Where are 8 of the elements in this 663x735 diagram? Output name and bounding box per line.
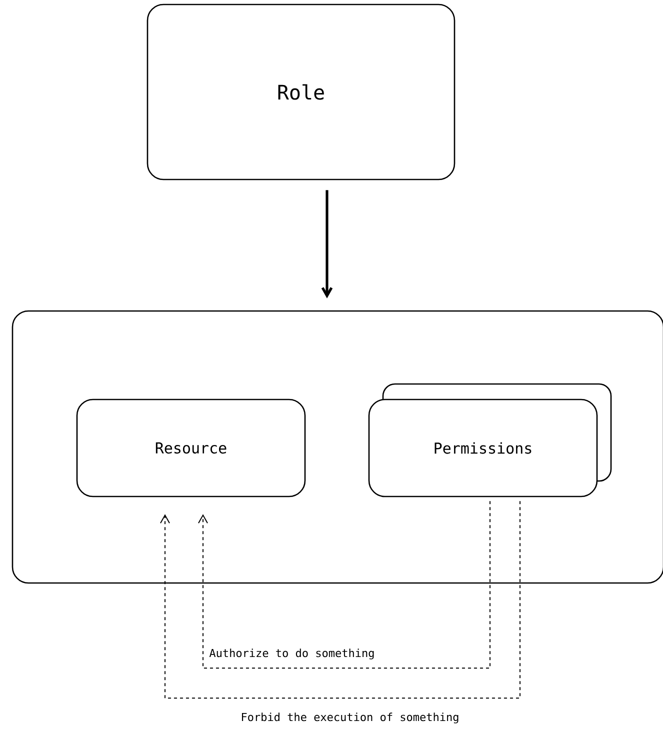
edge-label: Forbid the execution of something [240, 712, 460, 724]
process-box: Resource [76, 398, 306, 498]
arrow [321, 190, 333, 298]
arrow [198, 500, 490, 669]
process-box: Role [146, 4, 456, 180]
stacked-box: Permissions [368, 383, 612, 498]
arrow [160, 500, 520, 699]
edge-label: Authorize to do something [208, 648, 376, 660]
